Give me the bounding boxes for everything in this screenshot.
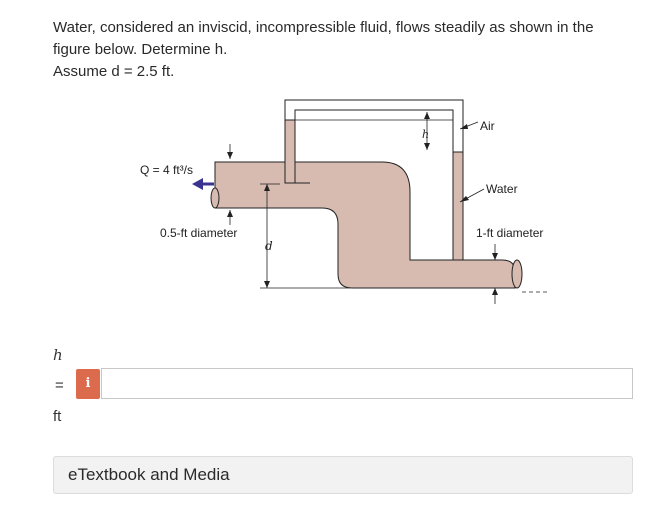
info-icon: i [85, 376, 91, 391]
problem-statement: Water, considered an inviscid, incompres… [53, 17, 643, 83]
manometer-left-leg [284, 119, 296, 184]
equals-label: = [55, 377, 64, 394]
info-hint-button[interactable]: i [76, 369, 100, 399]
flow-arrow-head [192, 178, 203, 190]
flow-rate-label: Q = 4 ft³/s [140, 163, 193, 177]
unit-label: ft [53, 408, 62, 425]
pipe-body [214, 161, 516, 289]
manometer-tube-inner [294, 109, 454, 152]
small-pipe-end [210, 187, 220, 209]
problem-line-2: figure below. Determine h. [53, 41, 228, 58]
manometer-tube-outer [284, 99, 464, 152]
large-diameter-label: 1-ft diameter [476, 226, 543, 240]
etextbook-label: eTextbook and Media [68, 465, 230, 484]
large-pipe-end [511, 259, 523, 289]
answer-variable-label: h [53, 346, 63, 364]
problem-line-3: Assume d = 2.5 ft. [53, 63, 175, 80]
water-label: Water [486, 182, 518, 196]
air-label: Air [480, 119, 495, 133]
small-diameter-label: 0.5-ft diameter [160, 226, 237, 240]
d-label: d [265, 239, 273, 253]
h-label: h [422, 128, 429, 141]
pipe-manometer-figure: h d Q = 4 ft³/s 0.5-ft diameter 1-ft dia… [140, 99, 550, 304]
etextbook-media-button[interactable]: eTextbook and Media [53, 456, 633, 494]
problem-line-1: Water, considered an inviscid, incompres… [53, 19, 594, 36]
manometer-right-leg [452, 151, 464, 261]
answer-input[interactable] [101, 368, 633, 399]
